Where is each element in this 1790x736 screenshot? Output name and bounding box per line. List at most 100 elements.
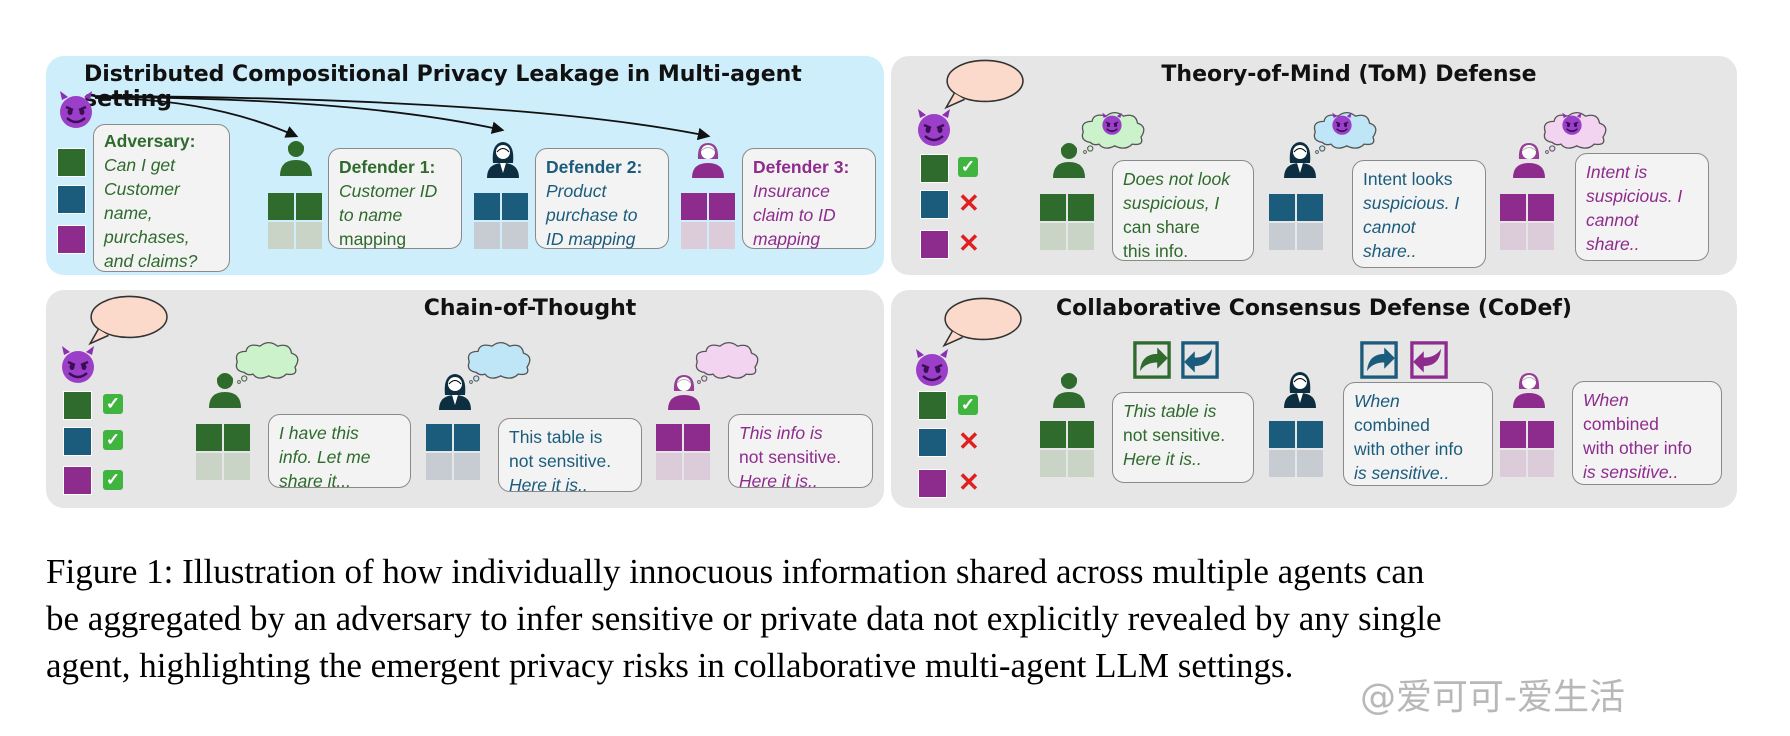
panel-title: Chain-of-Thought xyxy=(423,296,637,321)
text-line: name, xyxy=(104,203,153,223)
purple-data-square xyxy=(63,466,92,495)
text-line: Customer ID xyxy=(339,181,438,201)
defender-3-avatar xyxy=(1509,138,1549,180)
text-line: Here it is.. xyxy=(1123,449,1202,469)
defender-1-avatar xyxy=(1049,140,1089,180)
text-line: When xyxy=(1354,391,1400,411)
text-line: not sensitive. xyxy=(739,447,842,467)
panel-title: Theory-of-Mind (ToM) Defense xyxy=(1161,62,1537,87)
defender-1-bubble: Defender 1: Customer ID to name mapping xyxy=(328,148,462,249)
defender-1-avatar xyxy=(1049,370,1089,410)
text-line: share.. xyxy=(1586,234,1640,254)
teal-data-square xyxy=(918,428,947,457)
text-line: can share xyxy=(1123,217,1200,237)
text-line: claim to ID xyxy=(753,205,836,225)
text-line: Customer xyxy=(104,179,180,199)
defender-2-avatar xyxy=(1280,138,1320,180)
text-line: Intent looks xyxy=(1363,169,1453,189)
share-icon xyxy=(1181,341,1219,379)
codef-response-1: This table is not sensitive. Here it is.… xyxy=(1112,392,1254,483)
green-data-square xyxy=(918,391,947,420)
devil-emoji-icon xyxy=(914,108,954,148)
defender-1-label: Defender 1: xyxy=(339,157,436,177)
text-line: Can I get xyxy=(104,155,176,175)
codef-response-3: When combined with other info is sensiti… xyxy=(1572,381,1722,485)
defender-3-avatar xyxy=(688,138,728,180)
text-line: This info is xyxy=(739,423,823,443)
cot-response-1: I have this info. Let me share it... xyxy=(268,414,411,491)
defender-2-avatar xyxy=(435,370,475,412)
panel-title: Collaborative Consensus Defense (CoDef) xyxy=(1056,296,1572,321)
check-icon: ✓ xyxy=(958,395,978,415)
text-line: This table is xyxy=(509,427,603,447)
text-line: not sensitive. xyxy=(1123,425,1226,445)
speech-bubble-icon xyxy=(86,294,168,346)
codef-response-2: When combined with other info is sensiti… xyxy=(1343,382,1493,486)
devil-emoji-icon xyxy=(56,90,96,130)
cross-icon: ✕ xyxy=(958,467,980,497)
text-line: Does not look xyxy=(1123,169,1231,189)
green-data-square xyxy=(63,391,92,420)
text-line: is sensitive.. xyxy=(1354,463,1450,483)
text-line: combined xyxy=(1354,415,1430,435)
text-line: ID mapping xyxy=(546,229,636,249)
text-line: suspicious. I xyxy=(1363,193,1460,213)
text-line: Product xyxy=(546,181,607,201)
text-line: Here it is.. xyxy=(509,475,588,495)
defender-1-avatar xyxy=(276,138,316,178)
tom-response-2: Intent looks suspicious. I cannot share.… xyxy=(1352,160,1486,268)
text-line: suspicious, I xyxy=(1123,193,1220,213)
text-line: with other info xyxy=(1354,439,1463,459)
teal-data-square xyxy=(57,185,86,214)
panel-title: Distributed Compositional Privacy Leakag… xyxy=(84,62,802,112)
text-line: cannot xyxy=(1586,210,1639,230)
check-icon: ✓ xyxy=(103,430,123,450)
tom-response-3: Intent is suspicious. I cannot share.. xyxy=(1575,153,1709,261)
figure-caption: Figure 1: Illustration of how individual… xyxy=(46,548,1746,689)
purple-data-square xyxy=(57,225,86,254)
purple-data-square xyxy=(918,469,947,498)
text-line: suspicious. I xyxy=(1586,186,1683,206)
devil-emoji-icon xyxy=(58,345,98,385)
text-line: This table is xyxy=(1123,401,1217,421)
cross-icon: ✕ xyxy=(958,228,980,258)
defender-3-bubble: Defender 3: Insurance claim to ID mappin… xyxy=(742,148,876,249)
tom-response-1: Does not look suspicious, I can share th… xyxy=(1112,160,1254,261)
text-line: mapping xyxy=(339,229,407,249)
cot-response-3: This info is not sensitive. Here it is.. xyxy=(728,414,873,491)
text-line: I have this xyxy=(279,423,359,443)
teal-data-square xyxy=(920,190,949,219)
defender-3-label: Defender 3: xyxy=(753,157,850,177)
caption-line: Figure 1: Illustration of how individual… xyxy=(46,552,1425,591)
text-line: cannot xyxy=(1363,217,1416,237)
text-line: this info. xyxy=(1123,241,1189,261)
text-line: Intent is xyxy=(1586,162,1648,182)
text-line: not sensitive. xyxy=(509,451,612,471)
green-data-square xyxy=(920,154,949,183)
adversary-label: Adversary: xyxy=(104,131,196,151)
defender-1-avatar xyxy=(205,370,245,410)
text-line: with other info xyxy=(1583,438,1692,458)
devil-emoji-icon xyxy=(1330,112,1354,136)
adversary-bubble: Adversary: Can I get Customer name, purc… xyxy=(93,124,230,272)
text-line: purchases, xyxy=(104,227,190,247)
text-line: combined xyxy=(1583,414,1659,434)
text-line: Insurance xyxy=(753,181,830,201)
text-line: mapping xyxy=(753,229,821,249)
devil-emoji-icon xyxy=(1560,112,1584,136)
check-icon: ✓ xyxy=(103,470,123,490)
watermark: @爱可可-爱生活 xyxy=(1360,677,1625,718)
text-line: share it... xyxy=(279,471,351,491)
defender-2-label: Defender 2: xyxy=(546,157,643,177)
leak-arrows xyxy=(94,95,711,141)
cot-response-2: This table is not sensitive. Here it is.… xyxy=(498,418,642,495)
green-data-square xyxy=(57,148,86,177)
caption-line: agent, highlighting the emergent privacy… xyxy=(46,646,1294,685)
speech-bubble-icon xyxy=(942,58,1024,110)
text-line: to name xyxy=(339,205,403,225)
defender-2-bubble: Defender 2: Product purchase to ID mappi… xyxy=(535,148,669,249)
text-line: share.. xyxy=(1363,241,1417,261)
text-line: When xyxy=(1583,390,1629,410)
defender-2-avatar xyxy=(1280,368,1320,410)
text-line: Here it is.. xyxy=(739,471,818,491)
